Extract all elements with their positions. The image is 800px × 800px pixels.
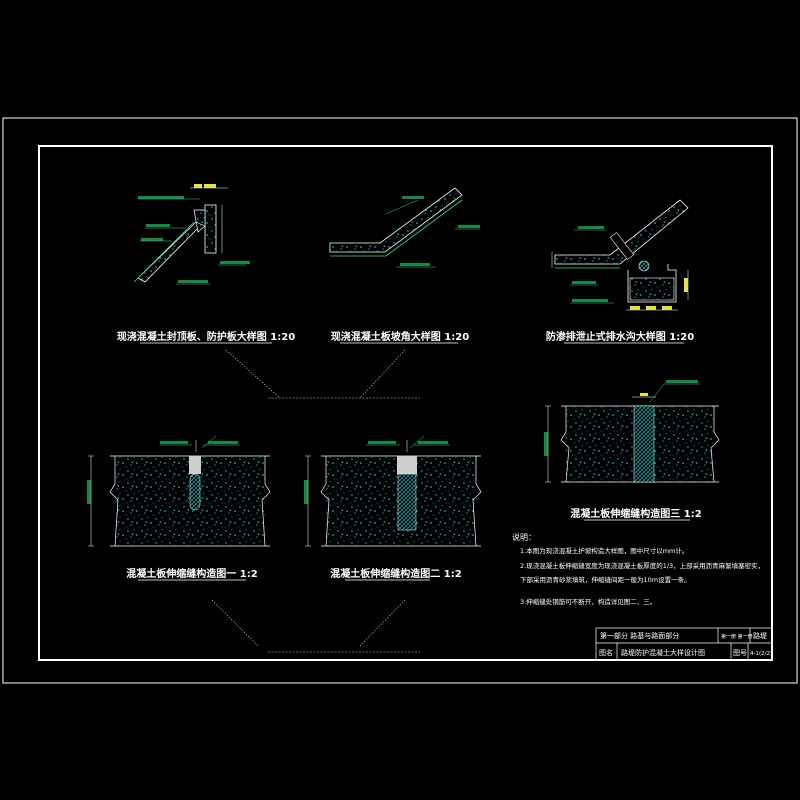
- title-block-no-label: 图号: [733, 649, 747, 657]
- detail-2-drawing: [329, 187, 480, 268]
- title-block-sheet: 第一册 第一册: [721, 633, 753, 640]
- title-block: [595, 627, 773, 661]
- notes-line-4: 3.伸缩缝处钢筋可不断开，构造详见图二、三。: [520, 597, 656, 606]
- outer-frame: [2, 117, 798, 684]
- joint-3-drawing: [544, 380, 720, 483]
- detail-3-drawing: [551, 199, 689, 311]
- detail-3-caption: 防渗排泄止式排水沟大样图 1:20: [546, 330, 694, 343]
- inner-frame: [38, 145, 773, 661]
- notes-heading: 说明：: [512, 532, 536, 542]
- notes-line-2: 2.现浇混凝土板伸缩缝宽度为现浇混凝土板厚度的1/3，上部采用沥青麻絮填塞密实，: [520, 561, 764, 570]
- detail-2-caption: 现浇混凝土板坡角大样图 1:20: [331, 330, 469, 343]
- title-block-name-label: 图名: [599, 648, 613, 657]
- joint-3-caption: 混凝土板伸缩缝构造图三 1:2: [570, 507, 701, 520]
- slope-hatching-bottom: [211, 599, 420, 653]
- title-block-drawing-no: 4-1(2/2): [750, 651, 772, 657]
- slope-hatching-top: [225, 349, 420, 399]
- title-block-drawing-name: 路堤防护混凝土大样设计图: [621, 648, 705, 657]
- detail-1-drawing: [133, 184, 250, 285]
- joint-1-caption: 混凝土板伸缩缝构造图一 1:2: [126, 567, 257, 580]
- detail-1-caption: 现浇混凝土封顶板、防护板大样图 1:20: [117, 330, 295, 343]
- notes-line-3: 下部采用沥青砂浆填筑，伸缩缝间距一般为10m设置一条。: [520, 575, 691, 584]
- title-block-part: 第一部分 路基与路面部分: [600, 631, 679, 640]
- joint-1-drawing: [87, 435, 271, 547]
- notes-line-1: 1.本图为现浇混凝土护坡构造大样图，图中尺寸以mm计。: [520, 546, 688, 555]
- joint-2-drawing: [304, 435, 482, 547]
- joint-2-caption: 混凝土板伸缩缝构造图二 1:2: [330, 567, 461, 580]
- title-block-dept: 路堤: [753, 631, 767, 640]
